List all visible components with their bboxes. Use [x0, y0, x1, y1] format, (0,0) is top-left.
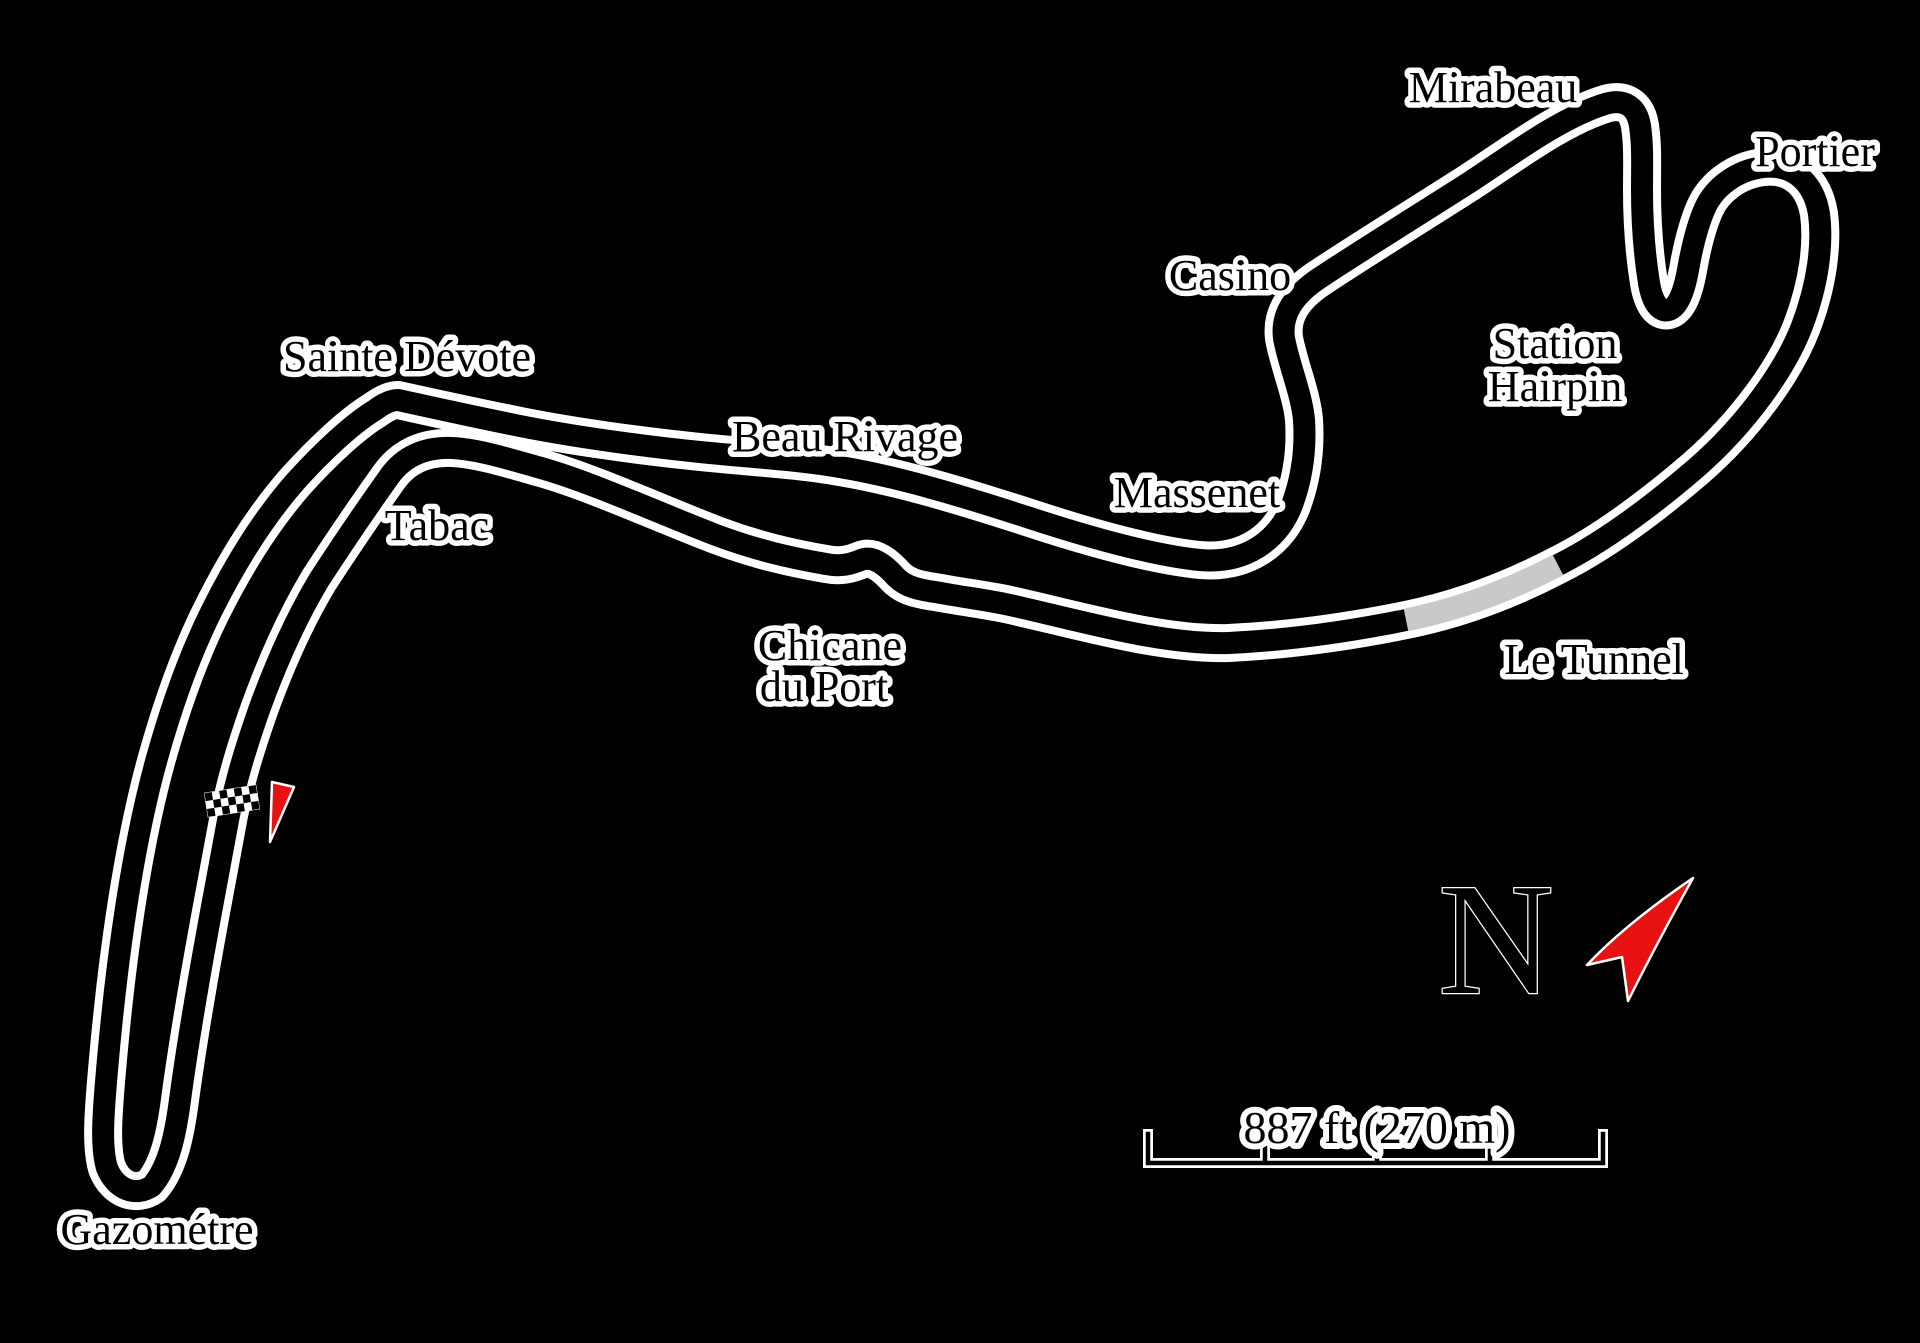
corner-label-station-hairpin-line1: Station [1493, 319, 1618, 368]
corner-label-station-hairpin-line2: Hairpin [1488, 362, 1622, 411]
start-finish-checker [204, 785, 260, 817]
scale-bar: 887 ft (270 m) [1143, 1096, 1608, 1168]
corner-label-mirabeau: Mirabeau [1409, 63, 1578, 112]
north-indicator: N [1437, 849, 1695, 1029]
scale-bar-label: 887 ft (270 m) [1243, 1102, 1510, 1153]
race-direction-arrow-icon [268, 780, 296, 844]
north-letter: N [1438, 850, 1554, 1028]
corner-label-massenet: Massenet [1114, 468, 1280, 517]
start-finish-line [203, 780, 296, 844]
corner-label-sainte-devote: Sainte Dévote [283, 332, 531, 381]
corner-label-chicane-line1: Chicane [758, 621, 902, 670]
corner-label-gazometre: Gazométre [61, 1205, 254, 1254]
corner-label-chicane-line2: du Port [760, 662, 888, 711]
corner-label-beau-rivage: Beau Rivage [732, 412, 958, 461]
corner-label-tabac: Tabac [385, 501, 489, 550]
scale-bar-line [1145, 1131, 1606, 1166]
track-road [92, 91, 1832, 1203]
corner-label-le-tunnel: Le Tunnel [1504, 635, 1684, 684]
north-arrow-icon [1585, 876, 1695, 1003]
corner-label-portier: Portier [1755, 127, 1875, 176]
corner-labels: Mirabeau Portier Casino Station Hairpin … [55, 58, 1881, 1260]
tunnel-section [1403, 554, 1564, 632]
race-track [84, 83, 1840, 1211]
corner-label-casino: Casino [1169, 251, 1291, 300]
